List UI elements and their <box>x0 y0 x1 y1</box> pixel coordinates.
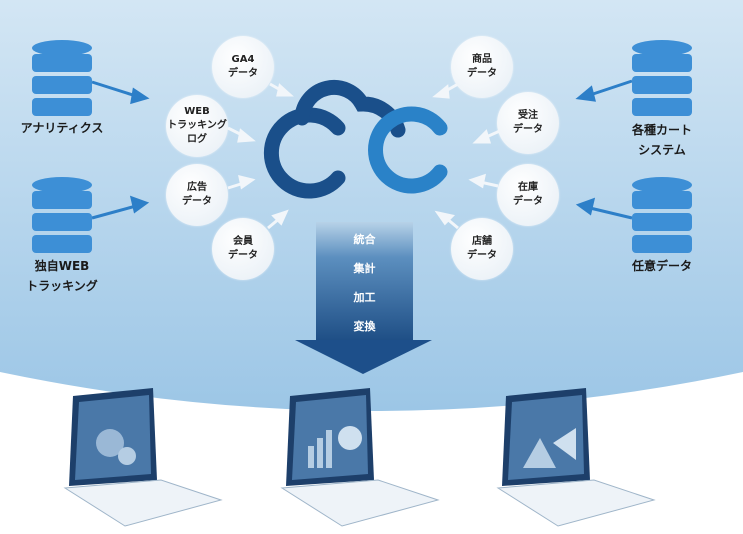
source-web-tracking: 独自WEB トラッキング <box>26 259 98 293</box>
process-column <box>316 222 413 340</box>
bubble-order-data: 受注 データ <box>497 92 559 154</box>
bubble-product-data: 商品 データ <box>451 36 513 98</box>
laptop-icons <box>63 388 656 527</box>
step-aggregate: 集計 <box>353 261 376 275</box>
cloud-logo <box>263 79 448 199</box>
step-integrate: 統合 <box>353 232 376 246</box>
step-process: 加工 <box>353 290 376 304</box>
source-any-data: 任意データ <box>631 259 692 273</box>
step-convert: 変換 <box>353 319 376 333</box>
source-cart-system: 各種カート システム <box>631 123 692 157</box>
bubble-store-data: 店舗 データ <box>451 218 513 280</box>
bubble-ga4-data: GA4 データ <box>212 36 274 98</box>
bubble-web-tracking-log: WEB トラッキング ログ <box>166 95 228 157</box>
source-analytics: アナリティクス <box>20 121 104 135</box>
bubble-ad-data: 広告 データ <box>166 164 228 226</box>
bubble-inventory-data: 在庫 データ <box>497 164 559 226</box>
database-icons <box>32 40 692 253</box>
down-arrow <box>295 340 432 374</box>
bubble-member-data: 会員 データ <box>212 218 274 280</box>
